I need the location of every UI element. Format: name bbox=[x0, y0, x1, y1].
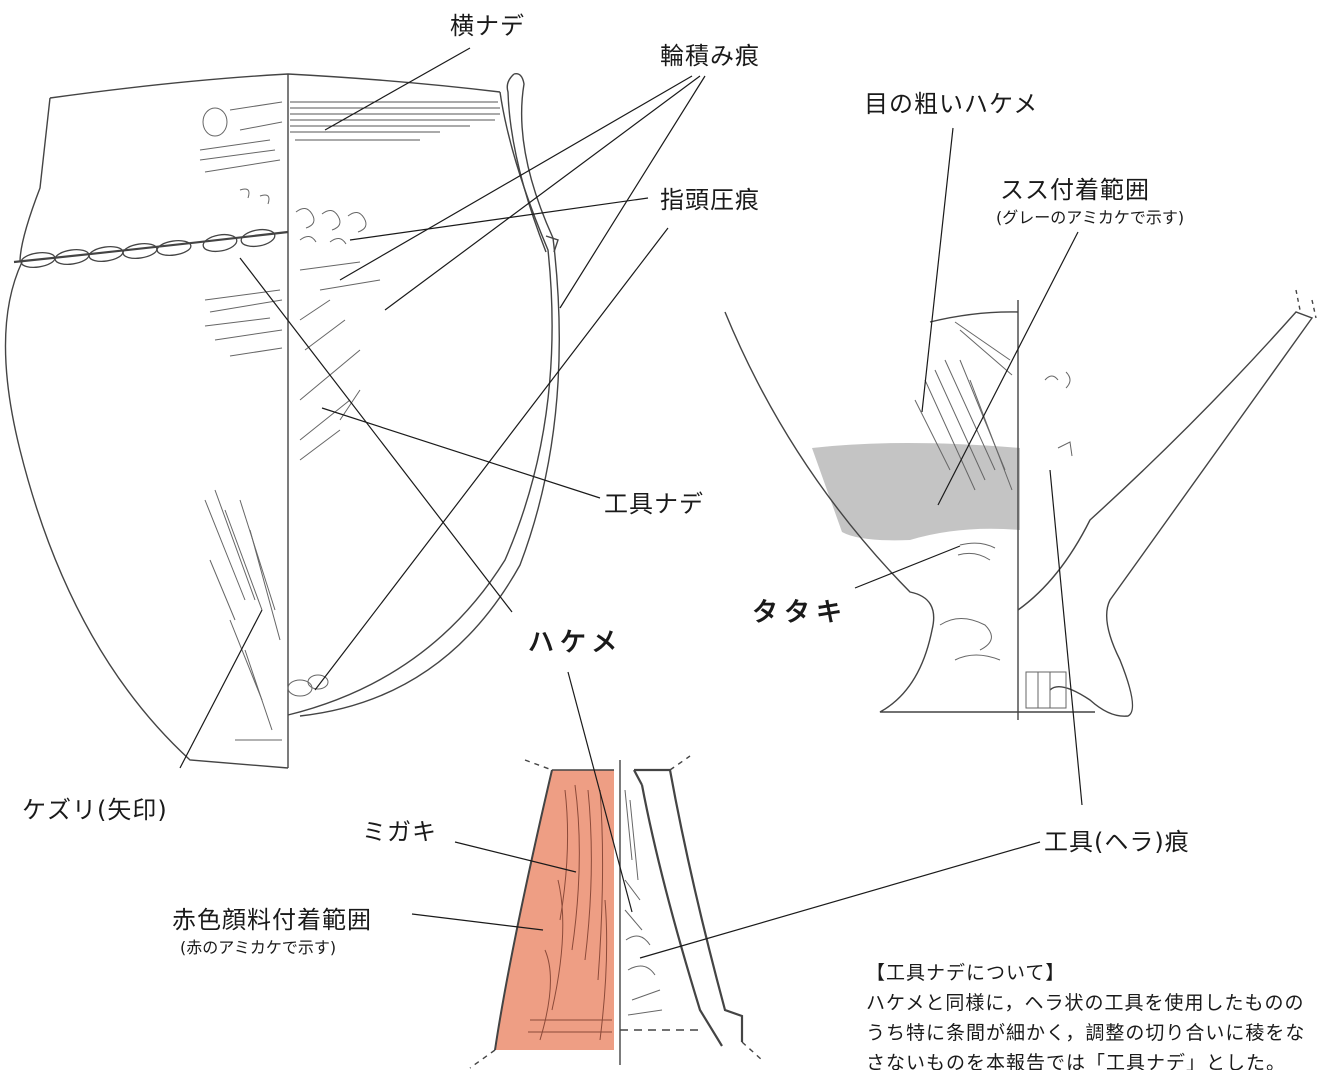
pedestal-bowl bbox=[724, 289, 1317, 720]
label-aka: 赤色顔料付着範囲 bbox=[172, 906, 372, 934]
leader-tataki bbox=[854, 545, 961, 589]
jar-exterior-strokes bbox=[199, 101, 283, 741]
jar-interior-hatch bbox=[290, 101, 500, 141]
bowl-section bbox=[1017, 311, 1314, 717]
label-kezuri: ケズリ(矢印) bbox=[22, 796, 168, 824]
leader-kougu-hera-stand bbox=[639, 841, 1041, 959]
leader-hakeme-stand bbox=[567, 671, 633, 913]
label-hakeme: ハケメ bbox=[528, 628, 624, 658]
jar-body-left bbox=[4, 261, 289, 769]
jar-wall-outer bbox=[287, 91, 553, 716]
leader-lines bbox=[179, 47, 1083, 959]
label-kougu-hera: 工具(ヘラ)痕 bbox=[1044, 828, 1190, 856]
stand-migaki-strokes bbox=[528, 784, 612, 1041]
stand-wall-inner bbox=[640, 784, 723, 1047]
label-yoko-nade: 横ナデ bbox=[450, 12, 525, 40]
pigment-area bbox=[495, 770, 614, 1050]
bowl-outline-left bbox=[724, 311, 1018, 713]
stand-vessel bbox=[469, 755, 763, 1069]
jar-rim-line bbox=[49, 73, 501, 99]
jar-wall-inner-rim bbox=[506, 73, 547, 253]
stand-break-bottom-left bbox=[469, 1049, 496, 1069]
leader-shito-1 bbox=[349, 197, 649, 241]
label-tataki: タタキ bbox=[752, 598, 849, 628]
leader-kougu-hera-bowl bbox=[1049, 469, 1083, 806]
bowl-rim-left bbox=[929, 311, 1019, 323]
label-kougu-nade: 工具ナデ bbox=[604, 490, 704, 518]
jar-band-line bbox=[13, 230, 289, 264]
label-migaki: ミガキ bbox=[362, 818, 437, 846]
leader-wazumi-3 bbox=[559, 75, 706, 309]
note-body: ハケメと同様に，ヘラ状の工具を使用したもののうち特に条間が細かく，調整の切り合い… bbox=[866, 992, 1306, 1070]
jar-lug bbox=[545, 235, 559, 253]
leader-aka bbox=[411, 913, 544, 931]
leader-wazumi-1 bbox=[339, 75, 693, 281]
jar-wall-section bbox=[299, 73, 560, 717]
soot-area bbox=[812, 443, 1020, 541]
large-jar bbox=[4, 73, 560, 769]
stand-outline-left bbox=[494, 769, 553, 1051]
label-susu: スス付着範囲 bbox=[1000, 176, 1150, 204]
stand-break-bottom-right bbox=[741, 1041, 763, 1061]
stand-break-top-right bbox=[669, 755, 691, 771]
jar-twisted-band bbox=[20, 228, 276, 268]
label-hakeme-coarse: 目の粗いハケメ bbox=[864, 90, 1039, 118]
leader-hakeme-jar bbox=[239, 257, 513, 613]
leader-shito-2 bbox=[314, 227, 669, 691]
stand-interior-strokes bbox=[624, 789, 663, 1016]
stand-wall-outer bbox=[634, 768, 744, 1042]
note-box: 【工具ナデについて】 ハケメと同様に，ヘラ状の工具を使用したもののうち特に条間が… bbox=[866, 958, 1306, 1070]
label-wazumi: 輪積み痕 bbox=[660, 42, 760, 70]
leader-yoko-nade bbox=[324, 47, 471, 131]
leader-kezuri bbox=[179, 609, 263, 769]
leader-hakeme-coarse bbox=[921, 127, 954, 413]
bowl-texture bbox=[914, 321, 1073, 709]
label-susu-note: (グレーのアミカケで示す) bbox=[996, 208, 1185, 227]
leader-kougu-nade bbox=[321, 407, 601, 499]
note-heading: 【工具ナデについて】 bbox=[866, 962, 1066, 984]
bowl-break-line bbox=[1295, 289, 1301, 311]
leader-wazumi-2 bbox=[384, 75, 701, 311]
leader-susu bbox=[937, 231, 1079, 506]
leader-migaki bbox=[454, 841, 577, 873]
stand-break-top-left bbox=[524, 759, 553, 771]
jar-neck-left bbox=[19, 97, 51, 263]
label-shito: 指頭圧痕 bbox=[660, 186, 760, 214]
label-aka-note: (赤のアミカケで示す) bbox=[180, 938, 337, 957]
